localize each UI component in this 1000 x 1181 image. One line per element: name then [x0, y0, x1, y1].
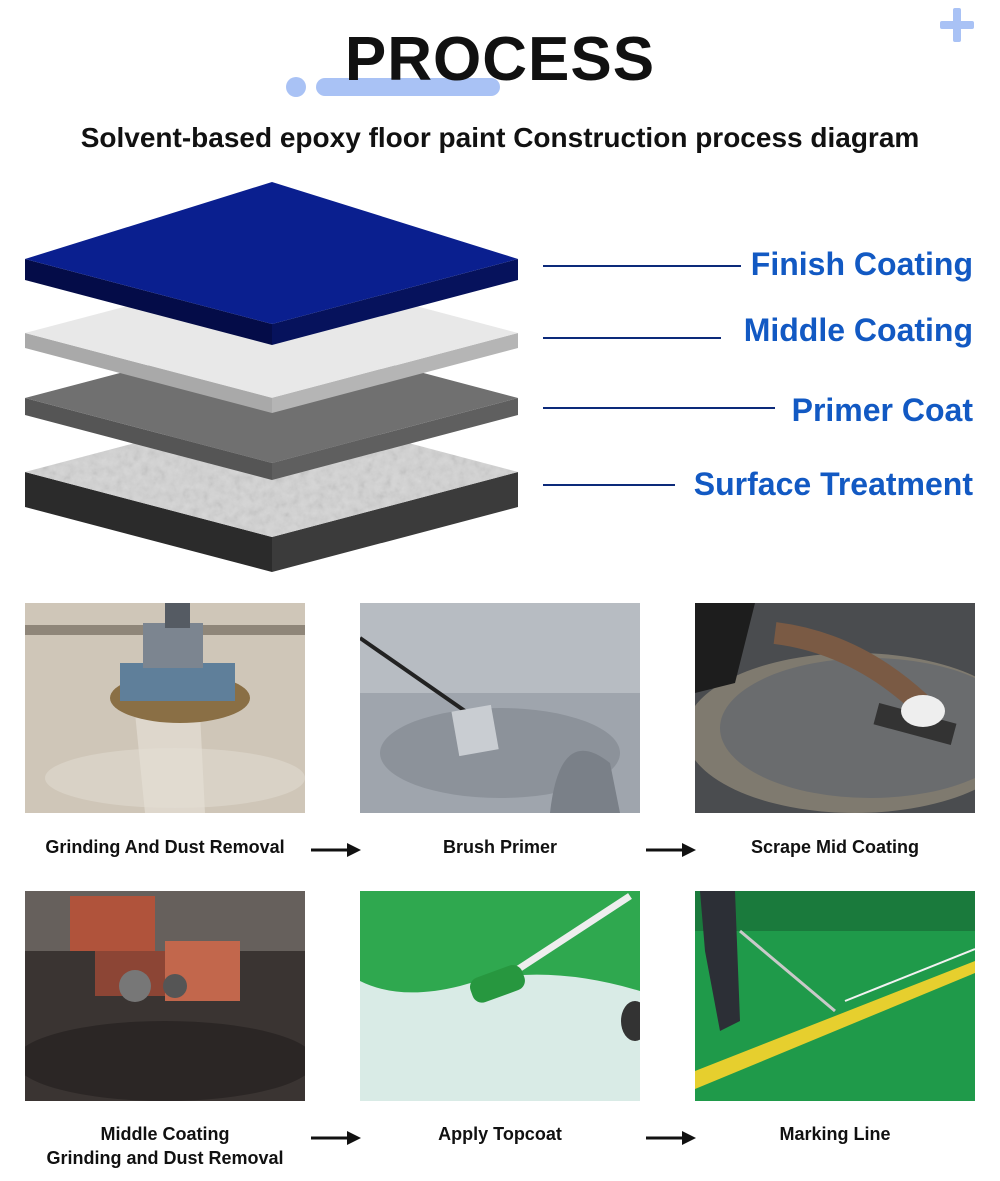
step-caption-scrape-mid: Scrape Mid Coating	[750, 837, 920, 857]
step-photo-marking-line	[695, 891, 975, 1101]
step-photo-mid-grinding	[25, 891, 305, 1101]
layer-label-middle-coating: Middle Coating	[743, 312, 973, 348]
layer-label-primer-coat: Primer Coat	[791, 392, 973, 428]
decorative-pill	[316, 78, 500, 96]
layer-label-surface-treatment: Surface Treatment	[693, 466, 973, 502]
plus-icon	[940, 8, 974, 42]
layer-label-finish-coating: Finish Coating	[750, 246, 973, 282]
arrow-right-icon	[646, 1131, 696, 1145]
page-title: PROCESS	[344, 25, 656, 94]
leader-line-primer	[543, 407, 775, 409]
arrow-right-icon	[311, 1131, 361, 1145]
step-photo-apply-topcoat	[360, 891, 640, 1101]
step-caption-mid-grinding: Middle Coating Grinding and Dust Removal	[46, 1124, 284, 1168]
leader-line-finish	[543, 265, 741, 267]
step-photo-grinding	[25, 603, 305, 813]
leader-line-surface	[543, 484, 675, 486]
step-photo-scrape-mid	[695, 603, 975, 813]
decorative-dot	[286, 77, 306, 97]
step-caption-grinding: Grinding And Dust Removal	[45, 837, 285, 857]
layer-finish-coating	[25, 182, 518, 345]
arrow-right-icon	[311, 843, 361, 857]
layer-stack-diagram	[25, 182, 518, 572]
step-caption-brush-primer: Brush Primer	[442, 837, 558, 857]
step-photo-brush-primer	[360, 603, 640, 813]
arrow-right-icon	[646, 843, 696, 857]
page-subtitle: Solvent-based epoxy floor paint Construc…	[80, 122, 920, 153]
leader-line-middle	[543, 337, 721, 339]
step-caption-apply-topcoat: Apply Topcoat	[438, 1124, 562, 1144]
step-caption-marking-line: Marking Line	[779, 1124, 891, 1144]
